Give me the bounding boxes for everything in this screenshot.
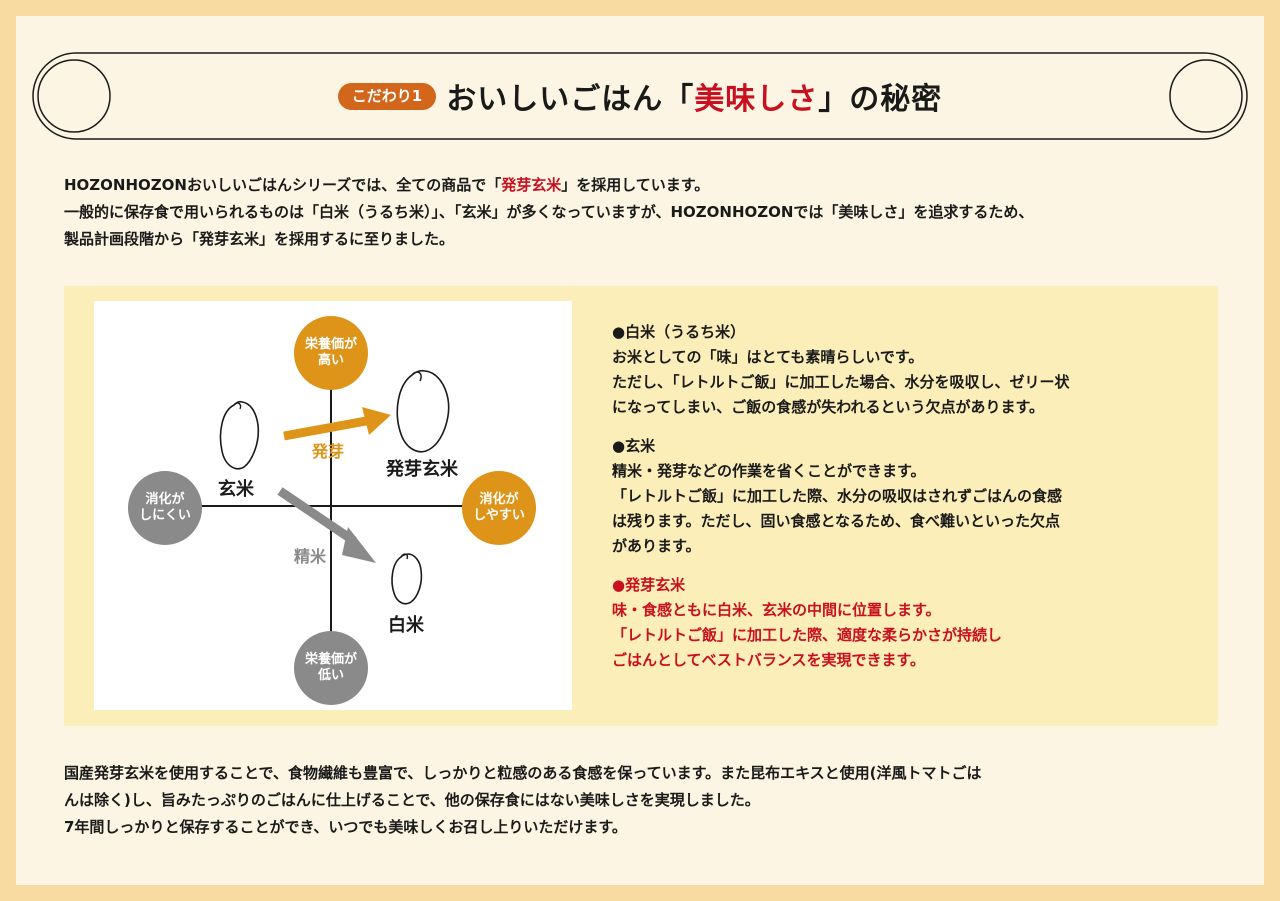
seimai-arrow-label: 精米	[294, 547, 327, 566]
rice-positioning-diagram: 栄養価が高い 栄養価が低い 消化がしにくい 消化がしやすい 玄米 発芽玄米 白米…	[94, 301, 572, 710]
seimai-arrow-shaft	[277, 487, 357, 545]
title-banner: こだわり1 おいしいごはん「美味しさ」の秘密	[32, 52, 1248, 140]
intro-text: HOZONHOZONおいしいごはんシリーズでは、全ての商品で「発芽玄米」を採用し…	[64, 172, 1214, 253]
title-accent: 美味しさ	[694, 82, 819, 117]
intro-accent: 発芽玄米	[501, 176, 562, 194]
hatsuga-arrow-shaft	[283, 416, 367, 441]
intro-line-3: 製品計画段階から「発芽玄米」を採用するに至りました。	[64, 230, 455, 248]
rice-descriptions: ●白米（うるち米） お米としての「味」はとても素晴らしいです。 ただし、「レトル…	[612, 320, 1192, 687]
outro-line-2: んは除く)し、旨みたっぷりのごはんに仕上げることで、他の保存食にはない美味しさを…	[64, 791, 760, 809]
low-nutrition-label: 栄養価が低い	[294, 631, 368, 705]
intro-line-1: HOZONHOZONおいしいごはんシリーズでは、全ての商品で「発芽玄米」を採用し…	[64, 176, 710, 194]
seimai-arrow-head	[342, 527, 376, 563]
genmai-heading: ●玄米	[612, 437, 656, 455]
hatsuga-arrow-head	[362, 407, 391, 435]
outro-line-3: 7年間しっかりと保存することができ、いつでも美味しくお召し上りいただけます。	[64, 818, 627, 836]
outro-text: 国産発芽玄米を使用することで、食物繊維も豊富で、しっかりと粒感のある食感を保って…	[64, 760, 1214, 841]
hakumai-label: 白米	[388, 615, 424, 636]
hard-to-digest-label: 消化がしにくい	[128, 471, 202, 545]
hatsuga-arrow-label: 発芽	[312, 442, 345, 461]
hakumai-grain-icon	[391, 553, 423, 605]
easy-to-digest-label: 消化がしやすい	[462, 471, 536, 545]
comparison-section: 栄養価が高い 栄養価が低い 消化がしにくい 消化がしやすい 玄米 発芽玄米 白米…	[64, 286, 1218, 726]
hakumai-heading: ●白米（うるち米）	[612, 323, 746, 341]
hatsuga-genmai-grain-icon	[396, 369, 450, 453]
high-nutrition-label: 栄養価が高い	[294, 316, 368, 390]
diagram-graphics	[199, 361, 469, 656]
genmai-label: 玄米	[218, 479, 254, 500]
kodawari-badge: こだわり1	[337, 82, 437, 110]
genmai-description: ●玄米 精米・発芽などの作業を省くことができます。 「レトルトご飯」に加工した際…	[612, 434, 1192, 559]
hakumai-description: ●白米（うるち米） お米としての「味」はとても素晴らしいです。 ただし、「レトル…	[612, 320, 1192, 420]
hatsuga-description: ●発芽玄米 味・食感ともに白米、玄米の中間に位置します。 「レトルトご飯」に加工…	[612, 573, 1192, 673]
hatsuga-heading: ●発芽玄米	[612, 576, 686, 594]
genmai-grain-icon	[219, 400, 260, 470]
hatsuga-genmai-label: 発芽玄米	[386, 459, 458, 480]
outro-line-1: 国産発芽玄米を使用することで、食物繊維も豊富で、しっかりと粒感のある食感を保って…	[64, 764, 982, 782]
intro-line-2: 一般的に保存食で用いられるものは「白米（うるち米）」、「玄米」が多くなっています…	[64, 203, 1034, 221]
banner-outline	[32, 52, 1248, 140]
page-title: おいしいごはん「美味しさ」の秘密	[446, 82, 943, 117]
